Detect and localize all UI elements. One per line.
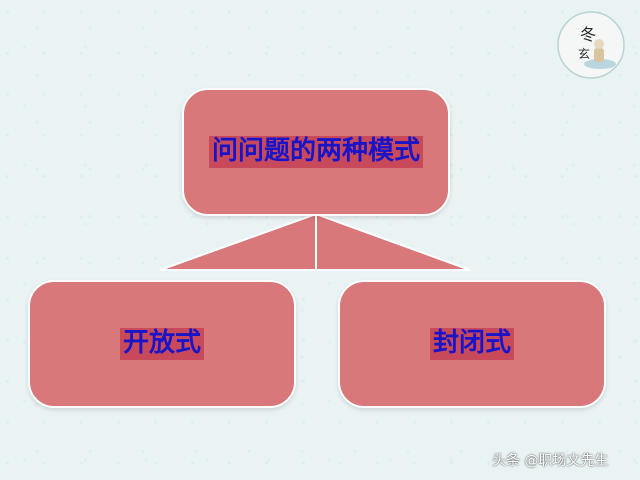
- watermark-text: 头条 @职场文先生: [492, 453, 609, 469]
- child-node-open: 开放式: [28, 280, 296, 408]
- connector-left-wedge: [159, 212, 317, 271]
- svg-text:玄: 玄: [578, 46, 590, 61]
- child-node-closed-label: 封闭式: [429, 328, 514, 360]
- root-node: 问问题的两种模式: [182, 88, 450, 216]
- child-node-closed: 封闭式: [338, 280, 606, 408]
- seal-logo-icon: 冬 玄: [556, 10, 626, 80]
- svg-text:冬: 冬: [580, 25, 596, 44]
- connector-right-wedge: [315, 212, 471, 271]
- child-node-open-label: 开放式: [119, 328, 204, 360]
- root-node-label: 问问题的两种模式: [208, 136, 423, 168]
